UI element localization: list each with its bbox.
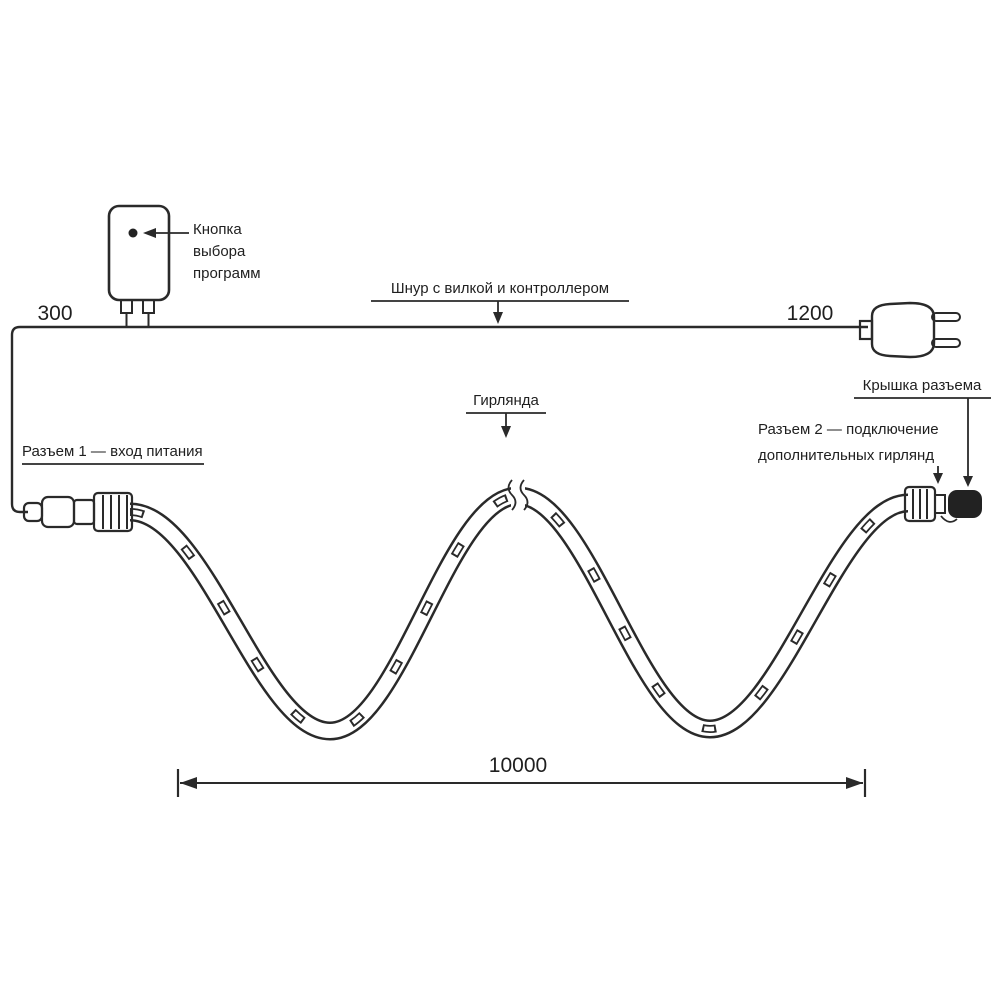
label-connector-2: Разъем 2 — подключение дополнительных ги…	[758, 421, 943, 484]
label-cord: Шнур с вилкой и контроллером	[371, 280, 629, 324]
arrow-down-icon	[933, 473, 943, 484]
break-mark-icon	[507, 479, 529, 511]
connector-1-icon	[22, 491, 134, 533]
connector-cap-icon	[948, 490, 982, 518]
program-button-label-3: программ	[193, 265, 261, 282]
label-garland: Гирлянда	[466, 392, 546, 438]
label-program-button: Кнопка выбора программ	[143, 221, 261, 282]
arrow-down-icon	[501, 426, 511, 438]
controller-pin-right	[142, 299, 155, 314]
program-button-label-1: Кнопка	[193, 221, 242, 238]
garland-label-text: Гирлянда	[473, 392, 539, 409]
arrow-left-icon	[143, 228, 156, 238]
program-button-dot	[128, 228, 138, 238]
label-connector-1: Разъем 1 — вход питания	[22, 443, 204, 465]
controller-pin-left	[120, 299, 133, 314]
arrow-down-icon	[963, 476, 973, 487]
arrow-right-icon	[846, 777, 863, 789]
label-cap: Крышка разъема	[854, 377, 991, 487]
connector-2-icon	[903, 485, 982, 523]
arrow-left-icon	[180, 777, 197, 789]
plug-pin-bottom	[931, 338, 961, 348]
dim-1200: 1200	[787, 302, 834, 325]
garland-wave	[128, 479, 910, 741]
cord-label-text: Шнур с вилкой и контроллером	[391, 280, 609, 297]
power-plug-icon	[858, 301, 961, 359]
connector2-label-text-2: дополнительных гирлянд	[758, 447, 934, 464]
connector2-label-text-1: Разъем 2 — подключение	[758, 421, 939, 438]
controller-box	[107, 204, 171, 327]
plug-pin-top	[931, 312, 961, 322]
connector1-label-text: Разъем 1 — вход питания	[22, 443, 203, 460]
dimension-line-10000: 10000	[176, 754, 867, 797]
cap-label-text: Крышка разъема	[863, 377, 982, 394]
dim-300: 300	[37, 302, 72, 325]
program-button-label-2: выбора	[193, 243, 246, 260]
cord-line	[10, 325, 868, 514]
arrow-down-icon	[493, 312, 503, 324]
dim-10000: 10000	[489, 754, 547, 777]
